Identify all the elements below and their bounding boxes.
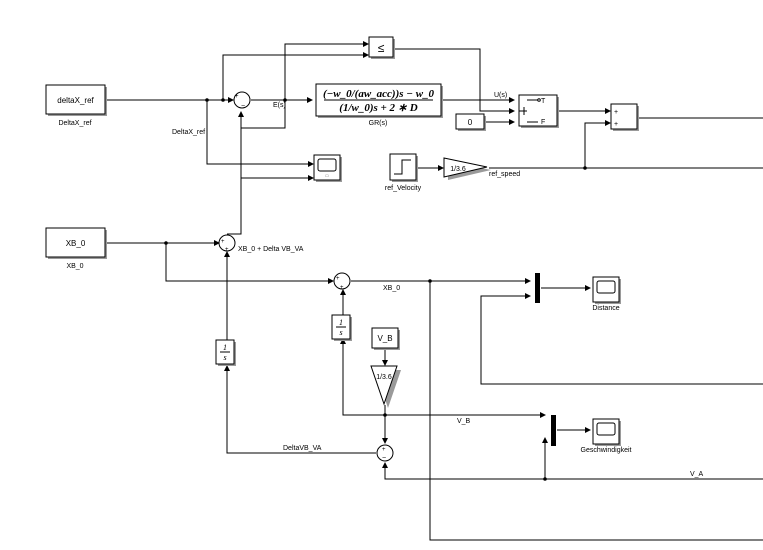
wire-vb-to-int2[interactable] <box>340 338 385 416</box>
signal-label-e-s: E(s) <box>273 102 286 109</box>
scope1-icon: □ <box>326 173 329 178</box>
junction-dots <box>164 98 587 481</box>
sum-block-5[interactable]: + − <box>376 444 394 462</box>
deltax-ref-block-name: DeltaX_ref <box>58 120 91 127</box>
sum2-plus-sign-1: + <box>221 239 225 245</box>
deltax-ref-block[interactable]: deltaX_ref <box>45 84 107 116</box>
gain-block-vb[interactable]: 1/3.6 <box>370 365 401 408</box>
sum1-plus-sign: + <box>235 94 239 100</box>
sum-block-2[interactable]: + + <box>218 234 236 253</box>
deltax-ref-block-text: deltaX_ref <box>57 96 94 105</box>
wire-xb0-down[interactable] <box>429 281 763 541</box>
vb-constant-block[interactable]: V_B <box>371 327 400 350</box>
wire-e-to-scope1[interactable] <box>240 100 314 181</box>
signal-lines <box>105 41 763 541</box>
gain-block-ref[interactable]: 1/3.6 <box>443 157 491 180</box>
signal-label-xb-delta: XB_0 + Delta VB_VA <box>238 246 304 253</box>
sum-block-1[interactable]: + − <box>233 91 251 110</box>
gain-ref-text: 1/3.6 <box>450 166 466 173</box>
switch-label-true: T <box>541 98 546 105</box>
xb0-block-text: XB_0 <box>66 239 86 248</box>
sum5-minus-sign: − <box>382 455 386 462</box>
wire-xb0-to-sum4[interactable] <box>165 243 334 284</box>
sum-block-4[interactable]: + + <box>333 272 351 291</box>
sum5-plus-sign: + <box>382 447 386 453</box>
wire-va-to-sum5[interactable] <box>382 462 763 480</box>
wire-sum2-to-sum1[interactable] <box>227 111 244 235</box>
sum1-minus-sign: − <box>241 103 245 110</box>
integrator2-den: s <box>339 328 342 337</box>
wire-deltax-to-relational[interactable] <box>222 52 369 100</box>
signal-label-v-a: V_A <box>690 471 704 478</box>
wire-feedback-to-mux1[interactable] <box>480 293 763 385</box>
integrator-block-1[interactable]: 1 s <box>215 339 236 366</box>
sum4-plus-sign-1: + <box>336 276 340 282</box>
sum3-plus-sign-2: + <box>614 121 618 128</box>
wire-refspeed-to-sum3[interactable] <box>584 120 611 168</box>
step-icon <box>394 159 411 175</box>
integrator1-den: s <box>223 353 226 362</box>
sum2-plus-sign-2: + <box>225 247 229 253</box>
scope-block-1[interactable]: □ <box>313 154 342 182</box>
xb0-block[interactable]: XB_0 <box>45 227 107 259</box>
mux-block-2[interactable] <box>551 415 556 446</box>
relational-operator-symbol: ≤ <box>378 41 385 55</box>
integrator-block-2[interactable]: 1 s <box>331 314 352 341</box>
wire-sum5-to-int1[interactable] <box>224 365 376 454</box>
wire-e-to-relational[interactable] <box>284 41 369 100</box>
integrator2-num: 1 <box>339 318 343 327</box>
transfer-function-name: GR(s) <box>369 120 388 127</box>
zero-constant-text: 0 <box>468 118 473 127</box>
signal-label-u-s: U(s) <box>494 92 507 99</box>
gain-vb-text: 1/3.6 <box>376 374 392 381</box>
zero-constant-block[interactable]: 0 <box>455 113 486 131</box>
relational-operator-block[interactable]: ≤ <box>368 36 395 59</box>
signal-label-delta-vb-va: DeltaVB_VA <box>283 445 322 452</box>
signal-label-xb0: XB_0 <box>383 285 400 292</box>
mux-block-1[interactable] <box>535 273 540 303</box>
wire-relational-to-switch[interactable] <box>394 48 515 114</box>
xb0-block-name: XB_0 <box>66 263 83 270</box>
signal-label-ref-speed: ref_speed <box>489 171 520 178</box>
transfer-function-numerator: (−w_0/(aw_acc))s − w_0 <box>323 88 435 100</box>
ref-velocity-name: ref_Velocity <box>385 185 422 192</box>
scope-distance-block[interactable] <box>592 276 621 304</box>
ref-velocity-step-block[interactable] <box>389 153 418 182</box>
vb-constant-text: V_B <box>377 334 392 343</box>
sum-block-3[interactable]: + + <box>610 103 639 131</box>
switch-block[interactable]: T F <box>518 94 559 128</box>
transfer-function-block[interactable]: (−w_0/(aw_acc))s − w_0 (1/w_0)s + 2 ∗ D <box>315 83 443 118</box>
signal-labels: DeltaX_ref E(s) U(s) ref_speed XB_0 + De… <box>172 92 704 478</box>
sum4-plus-sign-2: + <box>340 285 344 291</box>
scope-speed-name: Geschwindigkeit <box>581 447 632 454</box>
sum3-plus-sign-1: + <box>614 109 618 116</box>
signal-label-v-b: V_B <box>457 418 471 425</box>
signal-label-deltax-ref: DeltaX_ref <box>172 129 205 136</box>
switch-label-false: F <box>541 119 545 126</box>
integrator1-num: 1 <box>223 343 227 352</box>
scope-speed-block[interactable] <box>592 418 621 446</box>
transfer-function-denominator: (1/w_0)s + 2 ∗ D <box>339 102 417 114</box>
scope-distance-name: Distance <box>592 305 619 312</box>
wire-deltax-to-scope1[interactable] <box>206 100 314 167</box>
